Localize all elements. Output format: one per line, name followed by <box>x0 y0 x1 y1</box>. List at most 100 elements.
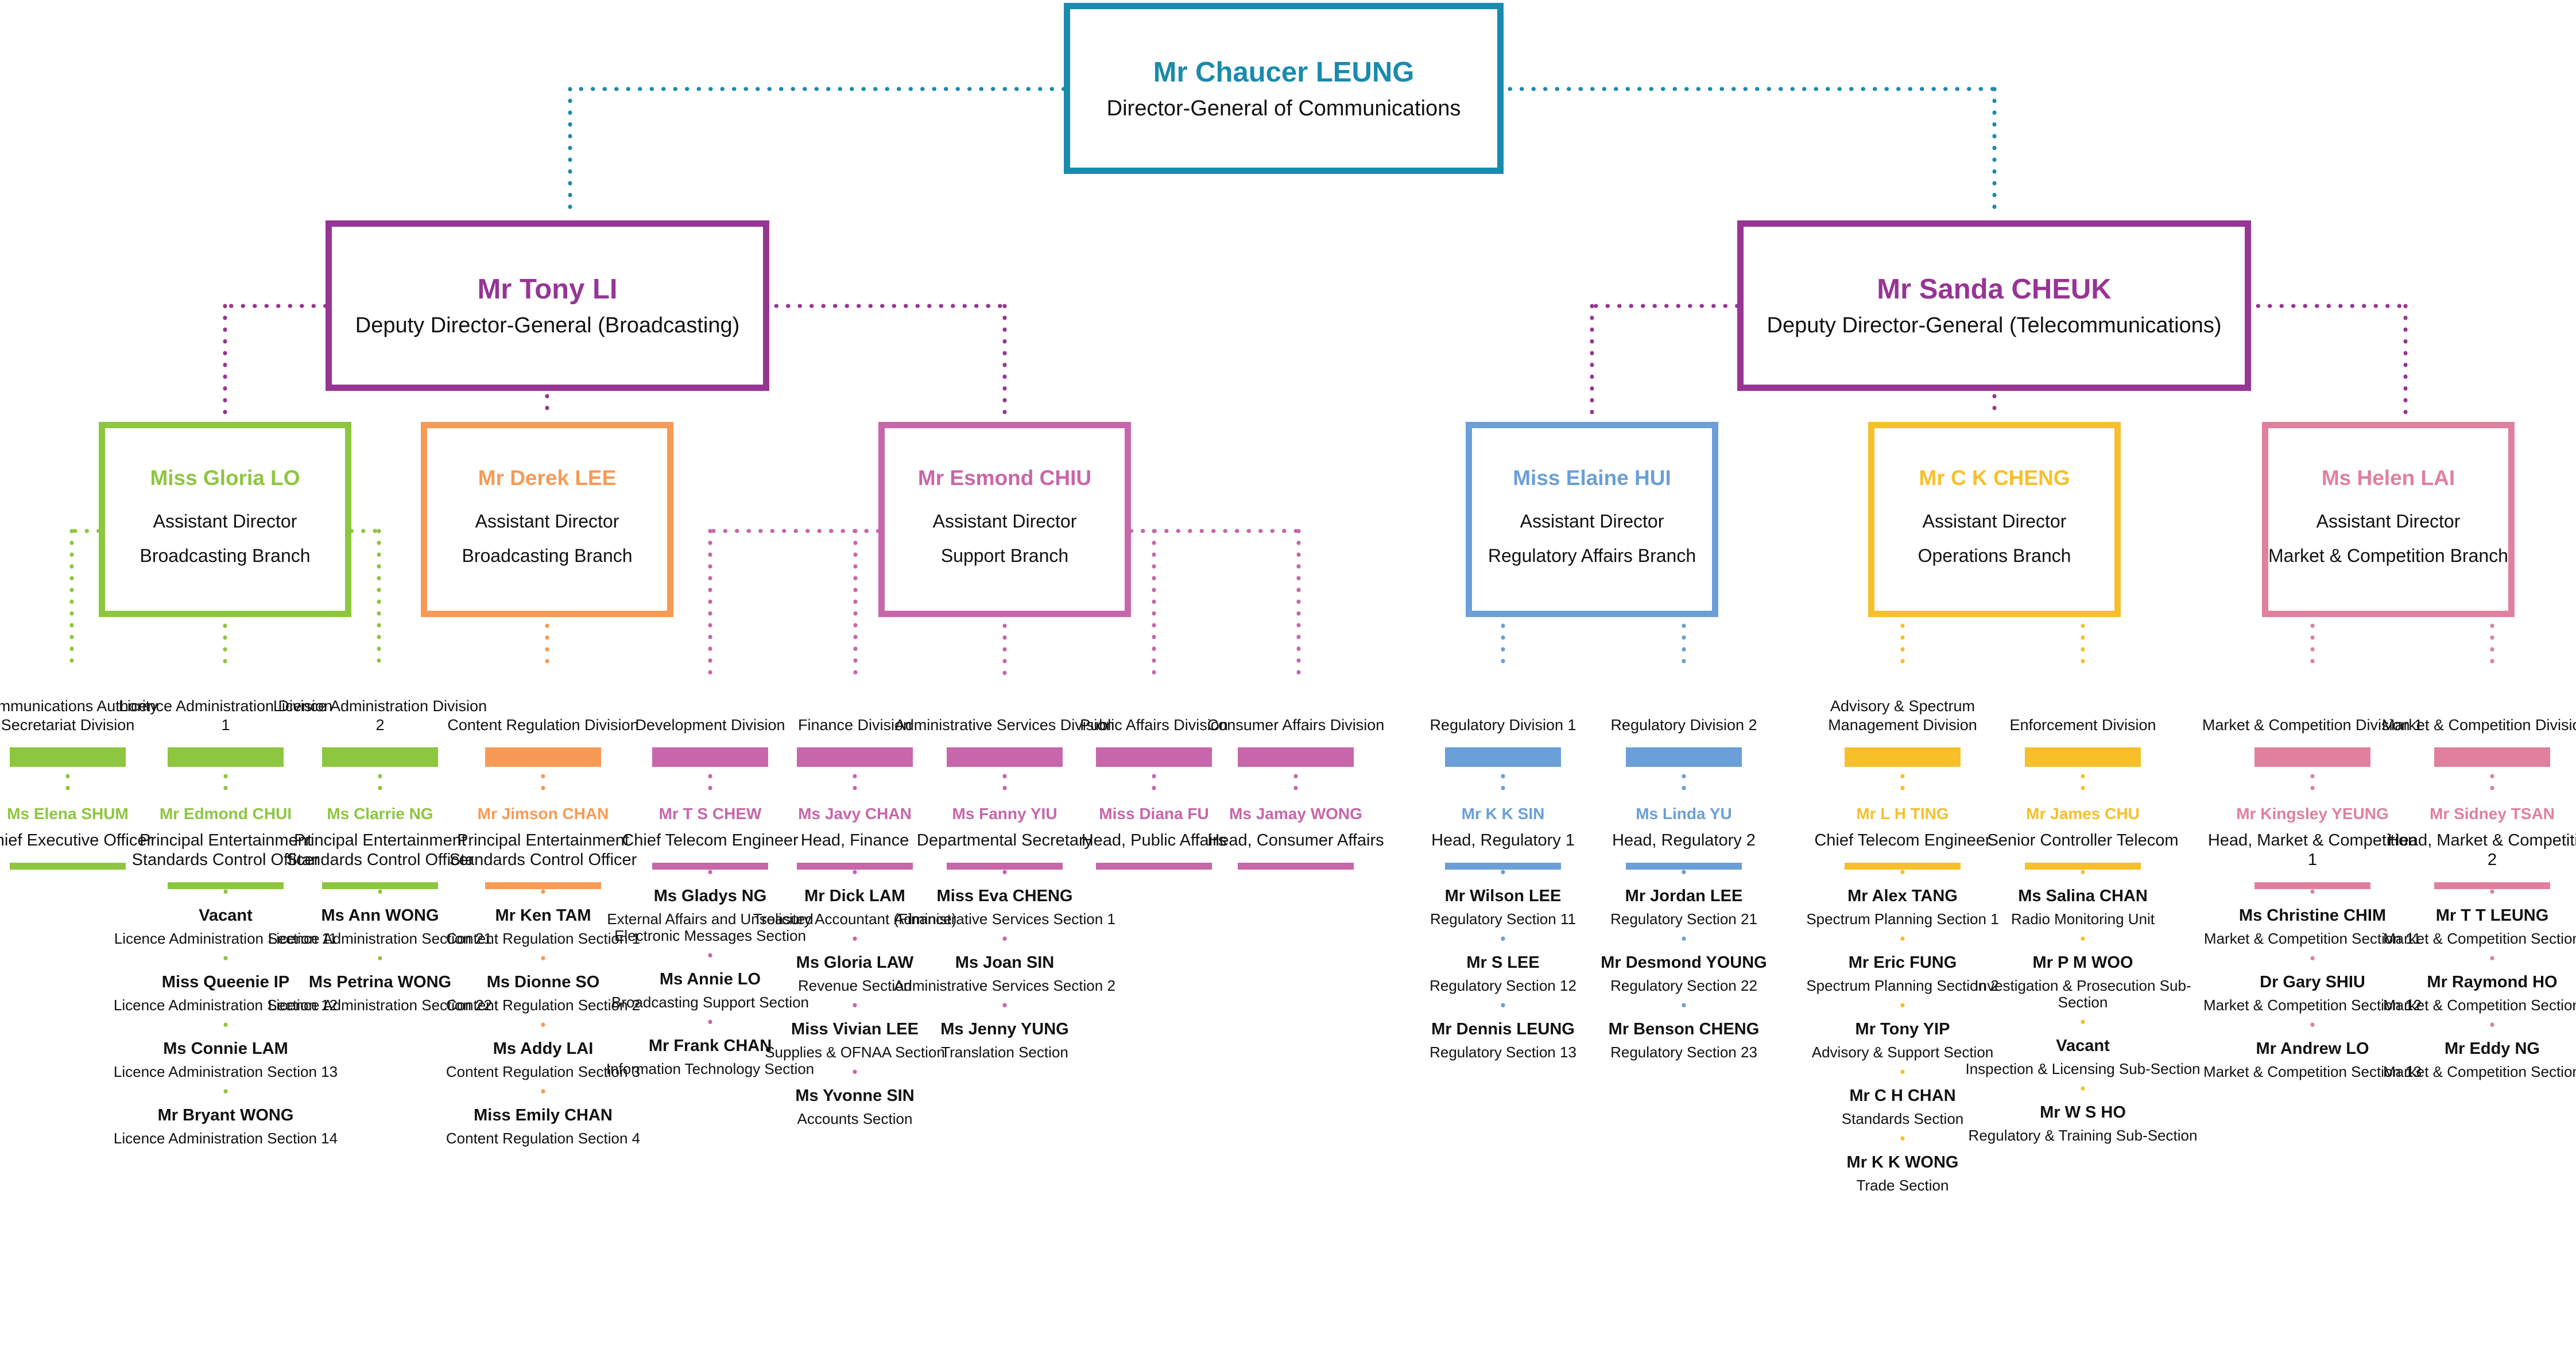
division-head-title: Chief Executive Officer <box>0 831 153 850</box>
division-underline-bar <box>2025 863 2141 870</box>
division-name: Content Regulation Division <box>447 716 639 734</box>
section-name: Licence Administration Section 22 <box>268 996 493 1014</box>
division-head-name: Ms Fanny YIU <box>952 805 1057 823</box>
section-name: Licence Administration Section 14 <box>113 1130 338 1147</box>
division-name: Development Division <box>635 716 785 734</box>
division-head-name: Mr Kingsley YEUNG <box>2236 805 2389 823</box>
division-head-title: Principal Entertainment Standards Contro… <box>286 831 474 869</box>
director-general-box: Mr Chaucer LEUNG Director-General of Com… <box>1064 3 1504 174</box>
division-head-title: Chief Telecom Engineer <box>622 831 799 850</box>
division-name: Finance Division <box>797 716 912 734</box>
section-name: Spectrum Planning Section 2 <box>1806 977 1999 994</box>
division-underline-bar <box>2434 882 2550 889</box>
post-holder-name: Miss Emily CHAN <box>474 1106 613 1124</box>
division-head-title: Head, Consumer Affairs <box>1207 831 1384 850</box>
post-holder-name: Mr T T LEUNG <box>2435 906 2549 925</box>
section-name: Regulatory Section 12 <box>1430 977 1576 994</box>
section-name: Broadcasting Support Section <box>611 994 809 1011</box>
post-holder-name: Ms Jenny YUNG <box>940 1020 1069 1038</box>
section-name: Regulatory Section 21 <box>1610 910 1757 928</box>
section-name: Revenue Section <box>797 977 912 994</box>
section-name: Accounts Section <box>797 1110 913 1127</box>
section-name: Licence Administration Section 13 <box>113 1063 338 1080</box>
post-holder-name: Ms Joan SIN <box>955 953 1055 972</box>
division-name: Regulatory Division 1 <box>1430 716 1576 734</box>
division-underline-bar <box>168 882 284 889</box>
post-holder-name: Vacant <box>199 906 253 925</box>
division-color-bar <box>485 747 601 767</box>
division-head-title: Senior Controller Telecom <box>1987 831 2179 850</box>
section-name: Regulatory & Training Sub-Section <box>1968 1127 2198 1144</box>
division-underline-bar <box>1096 863 1212 870</box>
division-color-bar <box>1445 747 1561 767</box>
division-name: Consumer Affairs Division <box>1207 716 1385 734</box>
post-holder-name: Mr Desmond YOUNG <box>1601 953 1767 972</box>
division-head-name: Mr K K SIN <box>1461 805 1545 823</box>
post-holder-name: Mr Tony YIP <box>1855 1020 1950 1038</box>
assistant-director-title: Assistant Director <box>932 511 1077 532</box>
assistant-director-name: Ms Helen LAI <box>2321 466 2455 490</box>
division-color-bar <box>2025 747 2141 767</box>
division-color-bar <box>947 747 1063 767</box>
division-underline-bar <box>797 863 913 870</box>
deputy-title: Deputy Director-General (Telecommunicati… <box>1767 313 2222 338</box>
post-holder-name: Ms Annie LO <box>659 970 761 988</box>
division-name: Market & Competition Division 1 <box>2202 716 2423 734</box>
post-holder-name: Ms Addy LAI <box>493 1040 594 1058</box>
division-head-name: Mr L H TING <box>1856 805 1949 823</box>
assistant-director-title: Assistant Director <box>1520 511 1664 532</box>
deputy-title: Deputy Director-General (Broadcasting) <box>355 313 740 338</box>
division-head-name: Ms Linda YU <box>1636 805 1732 823</box>
post-holder-name: Dr Gary SHIU <box>2260 973 2365 991</box>
section-name: Market & Competition Section 12 <box>2203 996 2422 1014</box>
assistant-director-name: Mr Esmond CHIU <box>917 466 1092 490</box>
assistant-director-name: Miss Elaine HUI <box>1513 466 1671 490</box>
division-color-bar <box>1238 747 1354 767</box>
section-name: Market & Competition Section 13 <box>2203 1063 2422 1080</box>
deputy-broadcasting-box: Mr Tony LI Deputy Director-General (Broa… <box>326 220 769 391</box>
division-underline-bar <box>485 882 601 889</box>
post-holder-name: Mr K K WONG <box>1846 1153 1959 1172</box>
division-name: Licence Administration Division 1 <box>118 697 333 734</box>
division-head-title: Principal Entertainment Standards Contro… <box>449 831 637 869</box>
assistant-director-title: Assistant Director <box>153 511 297 532</box>
section-name: Regulatory Section 22 <box>1610 977 1757 994</box>
post-holder-name: Mr Ken TAM <box>495 906 591 925</box>
division-name: Market & Competition Division 2 <box>2381 716 2576 734</box>
division-color-bar <box>1845 747 1961 767</box>
division-color-bar <box>168 747 284 767</box>
section-name: Content Regulation Section 1 <box>446 930 641 947</box>
division-underline-bar <box>2255 882 2370 889</box>
division-color-bar <box>652 747 768 767</box>
post-holder-name: Mr Alex TANG <box>1847 887 1958 905</box>
section-name: Content Regulation Section 4 <box>446 1130 641 1147</box>
branch-name: Operations Branch <box>1918 545 2071 566</box>
section-name: Content Regulation Section 2 <box>446 996 641 1014</box>
section-name: Inspection & Licensing Sub-Section <box>1965 1060 2201 1077</box>
division-name: Communications Authority Secretariat Div… <box>0 697 158 734</box>
branch-name: Broadcasting Branch <box>140 545 311 566</box>
section-name: Content Regulation Section 3 <box>446 1063 641 1080</box>
division-underline-bar <box>1238 863 1354 870</box>
section-name: Investigation & Prosecution Sub-Section <box>1974 977 2191 1011</box>
post-holder-name: Mr W S HO <box>2040 1103 2126 1122</box>
post-holder-name: Mr Jordan LEE <box>1625 887 1743 905</box>
post-holder-name: Mr Benson CHENG <box>1608 1020 1760 1038</box>
division-color-bar <box>2255 747 2370 767</box>
post-holder-name: Miss Eva CHENG <box>936 887 1073 905</box>
division-head-name: Mr T S CHEW <box>658 805 762 823</box>
assistant-director-name: Miss Gloria LO <box>150 466 300 490</box>
post-holder-name: Ms Petrina WONG <box>308 973 452 991</box>
post-holder-name: Ms Dionne SO <box>486 973 600 991</box>
division-color-bar <box>322 747 438 767</box>
post-holder-name: Miss Vivian LEE <box>791 1020 919 1038</box>
section-name: Market & Competition Section 21 <box>2383 930 2576 947</box>
branch-name: Support Branch <box>940 545 1069 566</box>
post-holder-name: Mr Wilson LEE <box>1444 887 1562 905</box>
section-name: Standards Section <box>1841 1110 1964 1127</box>
division-name: Regulatory Division 2 <box>1610 716 1757 734</box>
